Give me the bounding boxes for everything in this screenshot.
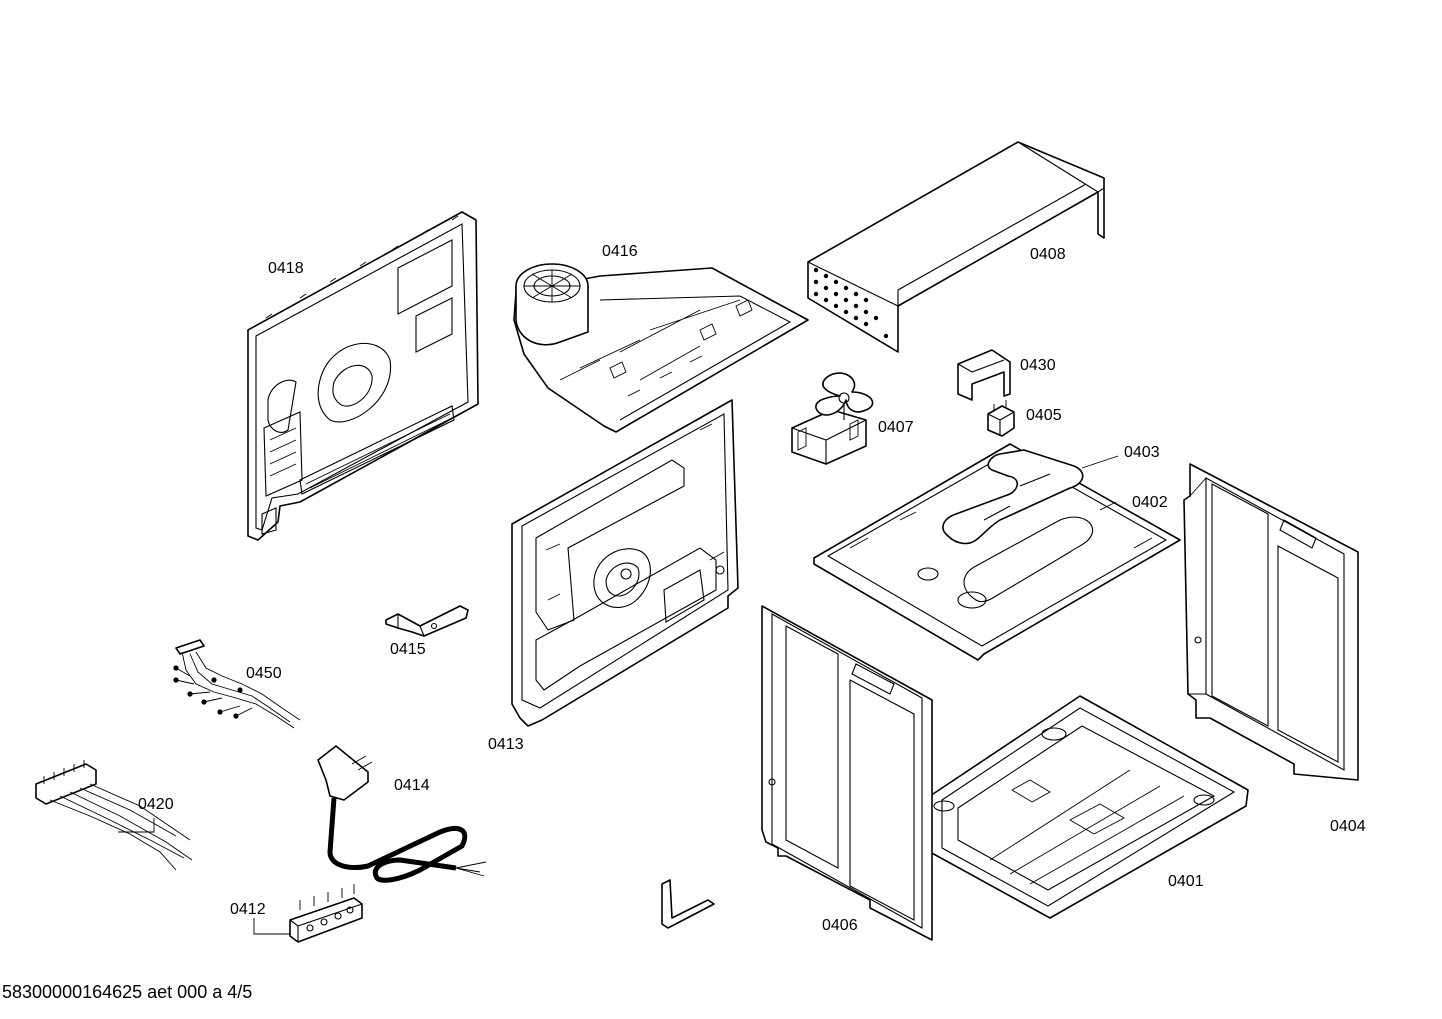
part-0408-top-channel bbox=[807, 141, 1105, 353]
drawing-reference: 58300000164625 aet 000 a 4/5 bbox=[2, 982, 252, 1002]
label-0413: 0413 bbox=[488, 736, 524, 753]
label-0420: 0420 bbox=[138, 796, 174, 813]
label-0402: 0402 bbox=[1132, 494, 1168, 511]
part-0405-switch bbox=[987, 400, 1015, 437]
label-0414: 0414 bbox=[394, 777, 430, 794]
label-0418: 0418 bbox=[268, 260, 304, 277]
part-0418-rear-panel bbox=[247, 211, 479, 541]
part-0415-sensor-bracket bbox=[385, 605, 469, 637]
leader-0403 bbox=[1081, 455, 1119, 469]
part-0404-right-side-panel bbox=[1183, 463, 1359, 781]
label-0403: 0403 bbox=[1124, 444, 1160, 461]
label-0416: 0416 bbox=[602, 243, 638, 260]
label-0430: 0430 bbox=[1020, 357, 1056, 374]
part-bracket bbox=[661, 879, 715, 929]
label-0401: 0401 bbox=[1168, 873, 1204, 890]
part-0416-top-cover-with-fan-housing bbox=[513, 263, 809, 433]
part-0420-terminal-block-wires bbox=[35, 760, 193, 871]
part-0413-inner-back-panel bbox=[511, 399, 739, 727]
part-0414-mains-cable bbox=[317, 745, 487, 883]
part-0402-top-plate bbox=[813, 443, 1181, 661]
label-0450: 0450 bbox=[246, 665, 282, 682]
part-0406-left-side-panel bbox=[761, 605, 933, 941]
part-0407-fan-motor bbox=[791, 372, 874, 465]
label-0407: 0407 bbox=[878, 419, 914, 436]
part-0412-terminal-block bbox=[253, 884, 363, 943]
label-0406: 0406 bbox=[822, 917, 858, 934]
label-0404: 0404 bbox=[1330, 818, 1366, 835]
label-0408: 0408 bbox=[1030, 246, 1066, 263]
part-0450-wiring-harness bbox=[173, 639, 301, 729]
label-0405: 0405 bbox=[1026, 407, 1062, 424]
label-0415: 0415 bbox=[390, 641, 426, 658]
label-0412: 0412 bbox=[230, 901, 266, 918]
part-0403-top-heater bbox=[942, 449, 1084, 545]
part-0430-small-cover bbox=[957, 349, 1011, 401]
